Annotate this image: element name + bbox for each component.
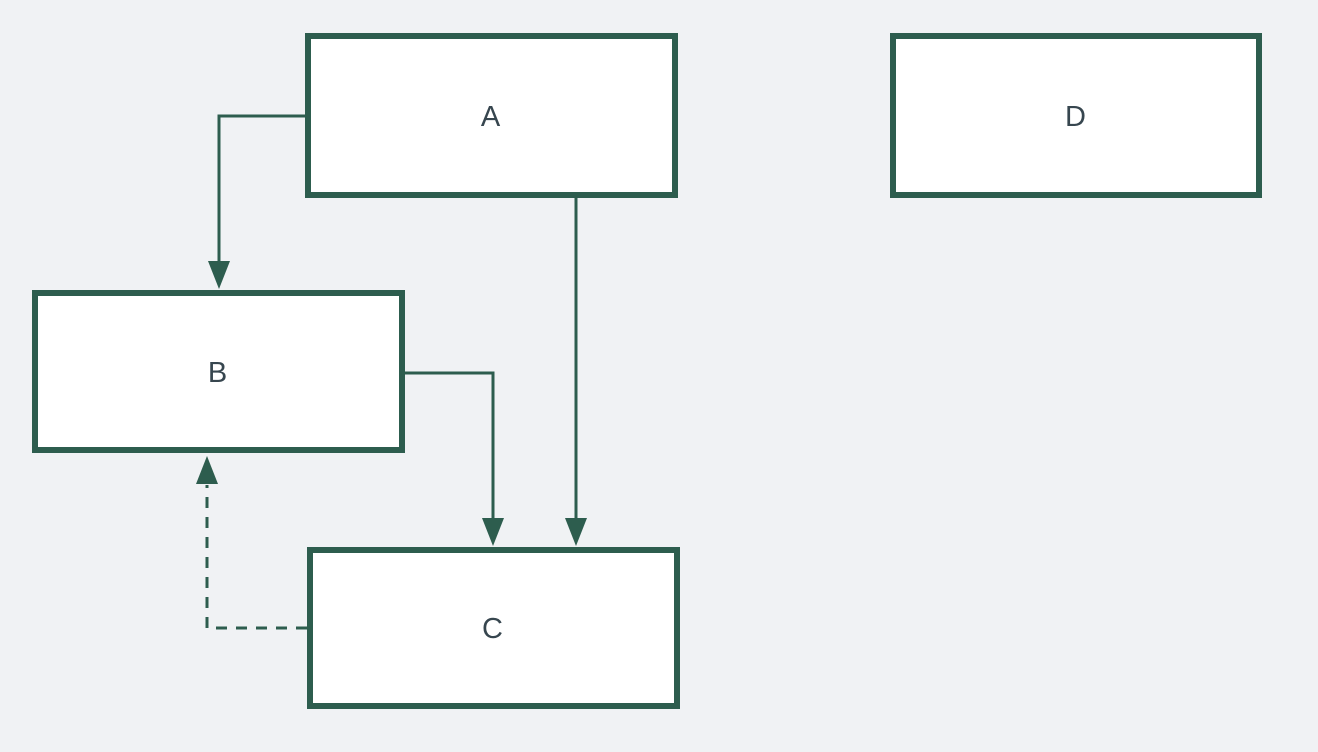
edge-B-to-C[interactable] xyxy=(405,371,504,546)
node-B-label: B xyxy=(208,357,228,389)
edge-A-to-B[interactable] xyxy=(208,114,305,289)
node-D[interactable]: D xyxy=(890,33,1262,198)
arrowhead-into-B-top-icon xyxy=(208,261,230,289)
edge-C-to-B-line xyxy=(205,485,307,630)
node-D-label: D xyxy=(1065,101,1087,133)
node-D-box[interactable] xyxy=(890,33,1262,198)
node-A-label: A xyxy=(481,101,501,133)
node-C-label: C xyxy=(482,613,504,645)
node-B[interactable]: B xyxy=(32,290,405,453)
node-B-box[interactable] xyxy=(32,290,405,453)
edge-A-to-B-line xyxy=(217,114,305,261)
edge-A-to-C[interactable] xyxy=(565,198,587,546)
arrowhead-into-C-top-left-icon xyxy=(482,518,504,546)
node-C-box[interactable] xyxy=(307,547,680,709)
edge-C-to-B[interactable] xyxy=(196,456,307,630)
node-A[interactable]: A xyxy=(305,33,678,198)
node-A-box[interactable] xyxy=(305,33,678,198)
arrowhead-into-B-bottom-icon xyxy=(196,456,218,484)
arrowhead-into-C-top-right-icon xyxy=(565,518,587,546)
edge-B-to-C-line xyxy=(405,371,495,518)
node-C[interactable]: C xyxy=(307,547,680,709)
